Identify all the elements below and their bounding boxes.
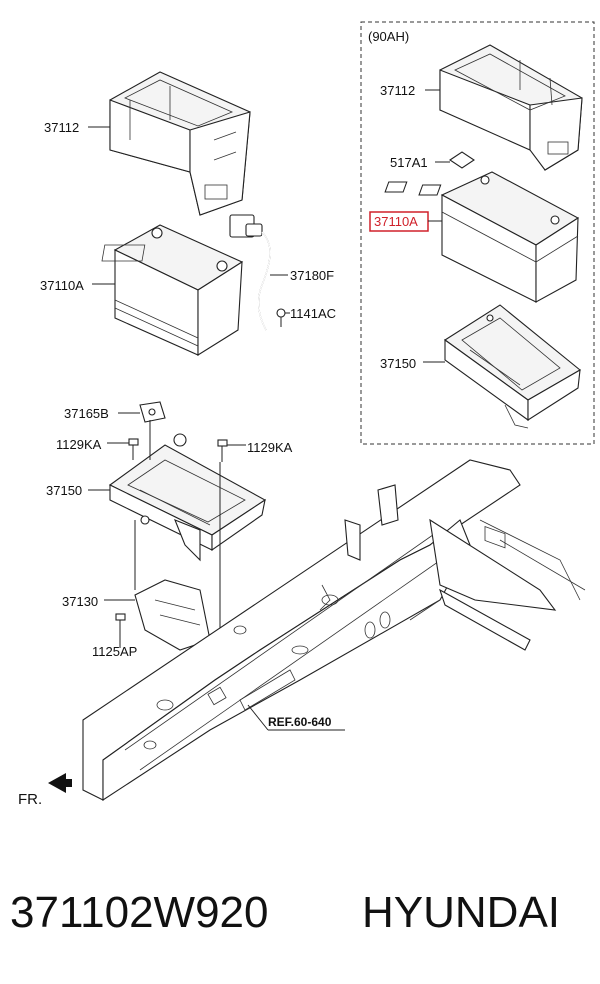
label-clamp: 37165B: [64, 406, 109, 421]
label-bolt-support: 1125AP: [92, 644, 137, 659]
bolt-right[interactable]: [217, 439, 228, 462]
label-bracket-right: 37150: [380, 356, 416, 371]
label-support: 37130: [62, 594, 98, 609]
group-label: (90AH): [368, 29, 409, 44]
clamp[interactable]: [139, 401, 166, 423]
body-frame: [82, 459, 586, 802]
front-label: FR.: [18, 791, 42, 808]
brand-name: HYUNDAI: [362, 888, 560, 937]
label-battery-left: 37110A: [40, 278, 84, 293]
battery-cable[interactable]: [229, 214, 271, 331]
group-box-90ah: [360, 21, 595, 445]
ref-label[interactable]: REF.60-640: [268, 715, 332, 729]
bolt-support[interactable]: [115, 613, 126, 636]
battery-right[interactable]: [384, 171, 580, 303]
battery-bracket-right[interactable]: [444, 304, 581, 549]
part-number: 371102W920: [10, 888, 269, 937]
battery-bracket-left[interactable]: [108, 433, 267, 562]
label-bracket-left: 37150: [46, 483, 82, 498]
battery-tray-left[interactable]: [109, 71, 251, 216]
label-bolt-a: 1129KA: [56, 437, 102, 452]
label-cable: 37180F: [290, 268, 334, 283]
insulator-pad[interactable]: [449, 151, 475, 169]
bolt-left[interactable]: [128, 438, 139, 460]
label-bolt-b: 1129KA: [247, 440, 293, 455]
label-insulator: 517A1: [390, 155, 428, 170]
label-tray-left: 37112: [44, 120, 79, 135]
label-tray-right: 37112: [380, 83, 415, 98]
battery-tray-right[interactable]: [439, 44, 583, 171]
label-bolt-cable: 1141AC: [290, 306, 336, 321]
bolt-cable[interactable]: [276, 308, 286, 327]
bracket-support[interactable]: [134, 579, 211, 651]
label-battery-right[interactable]: 37110A: [374, 214, 418, 229]
front-arrow-icon: [48, 773, 72, 793]
battery-left[interactable]: [101, 224, 244, 356]
